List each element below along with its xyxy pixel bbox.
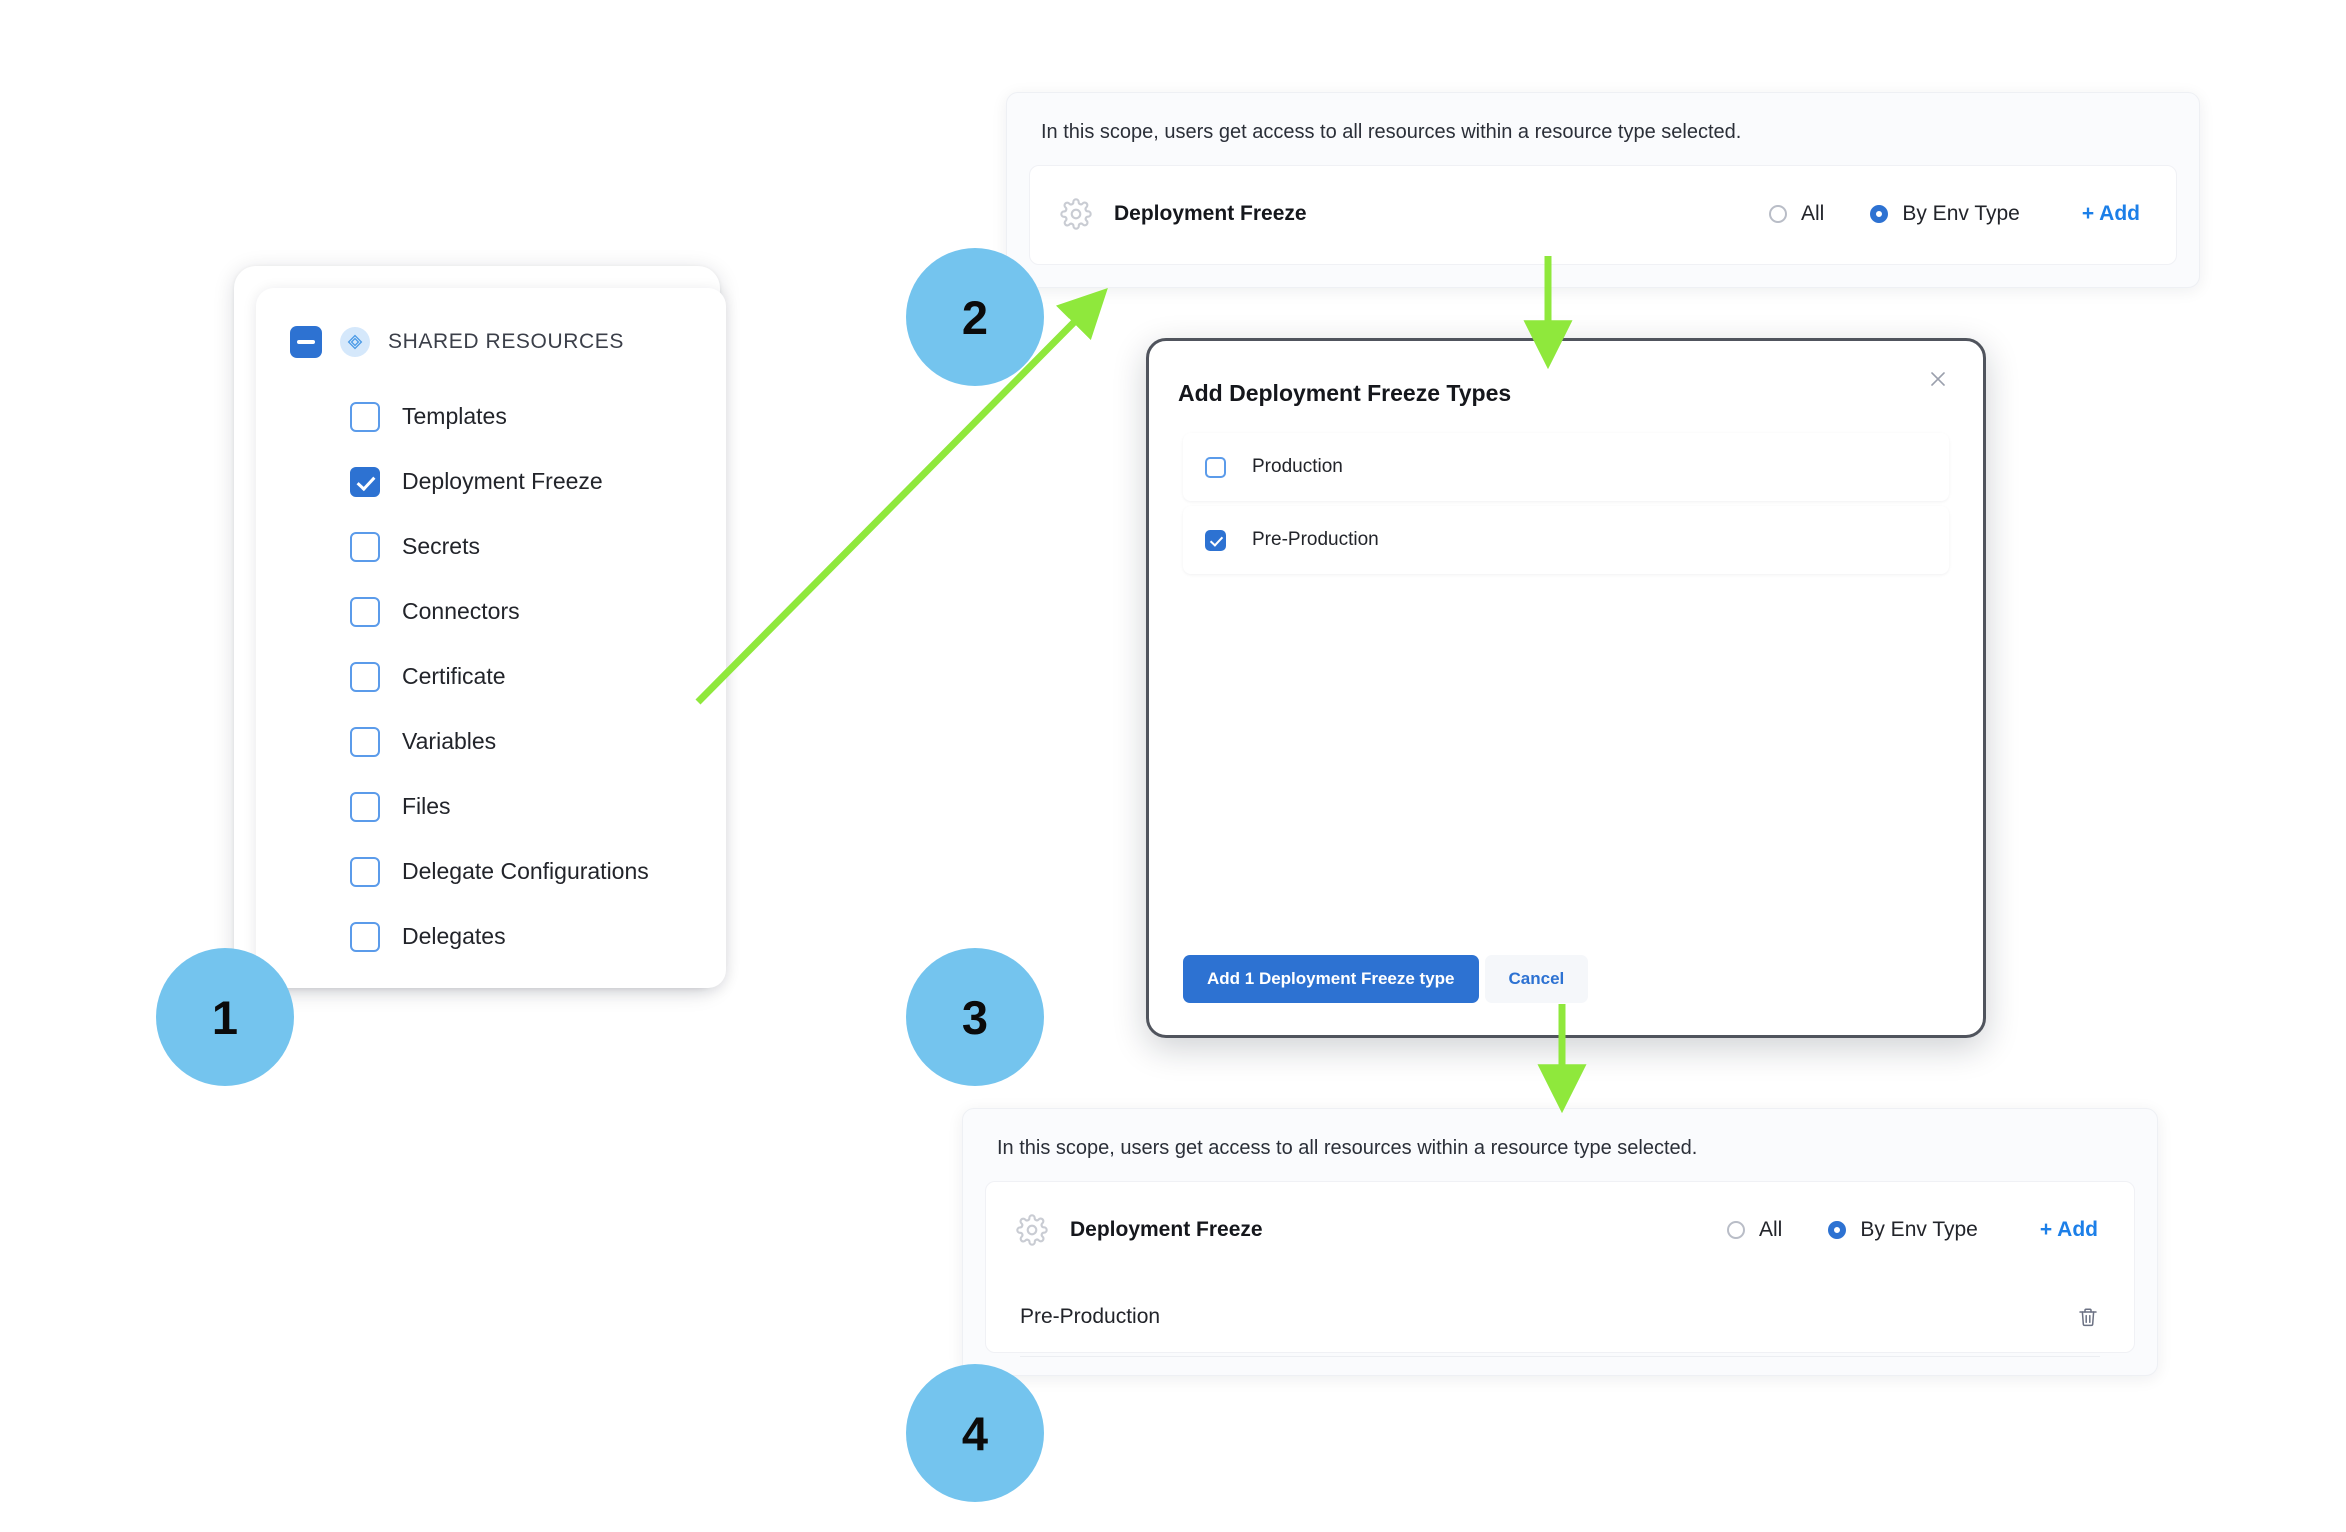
radio-option-by-env-type[interactable]: By Env Type (1870, 202, 2020, 226)
radio-option-all[interactable]: All (1727, 1218, 1782, 1242)
resource-checkbox-delegates[interactable] (350, 921, 380, 952)
scope-resource-card: Deployment Freeze All By Env Type + Add (1029, 165, 2177, 265)
close-icon[interactable] (1923, 364, 1953, 394)
gear-icon (1060, 198, 1092, 230)
list-item-label: Templates (402, 403, 507, 429)
resource-checkbox-variables[interactable] (350, 726, 380, 757)
list-item[interactable]: Files (256, 774, 726, 839)
radio-all-label: All (1759, 1218, 1783, 1241)
add-deployment-freeze-types-modal: Production Pre-Production Add 1 Deployme… (1146, 338, 1986, 1038)
arrow-scope-panel-to-modal (1523, 256, 1573, 370)
scope-controls: All By Env Type + Add (1681, 1218, 2098, 1242)
scope-resource-card: Deployment Freeze All By Env Type + Add … (985, 1181, 2135, 1357)
scope-note: In this scope, users get access to all r… (1041, 121, 1742, 143)
modal-footer: Add 1 Deployment Freeze type Cancel (1183, 955, 1589, 1003)
radio-by-env-type-label: By Env Type (1860, 1218, 1978, 1241)
radio-option-all[interactable]: All (1769, 202, 1824, 226)
list-item-label: Deployment Freeze (402, 468, 603, 494)
list-item-label: Connectors (402, 598, 520, 624)
resource-checkbox-connectors[interactable] (350, 596, 380, 627)
table-row: Pre-Production (1020, 1278, 2100, 1357)
shared-resources-label: SHARED RESOURCES (388, 330, 624, 353)
radio-by-env-type-indicator[interactable] (1870, 205, 1889, 223)
diamond-icon (340, 327, 370, 357)
shared-resources-card: SHARED RESOURCES Templates Deployment Fr… (256, 288, 726, 988)
step-marker-3: 3 (906, 948, 1044, 1086)
scope-controls: All By Env Type + Add (1723, 202, 2140, 226)
modal-option-pre-production[interactable]: Pre-Production (1183, 506, 1949, 574)
arrow-tree-to-scope-panel (695, 288, 1108, 705)
list-item-label: Delegates (402, 923, 506, 949)
arrow-modal-to-scope-panel-after (1537, 1004, 1587, 1114)
shared-resources-header[interactable]: SHARED RESOURCES (256, 288, 726, 358)
radio-all-indicator[interactable] (1727, 1221, 1745, 1239)
modal-options-list: Production Pre-Production (1183, 433, 1949, 579)
list-item-label: Files (402, 793, 451, 819)
resource-checkbox-certificate[interactable] (350, 661, 380, 692)
list-item[interactable]: Delegates (256, 904, 726, 969)
list-item-label: Certificate (402, 663, 506, 689)
scope-panel-after: In this scope, users get access to all r… (962, 1108, 2158, 1376)
trash-icon[interactable] (2076, 1305, 2100, 1329)
list-item[interactable]: Delegate Configurations (256, 839, 726, 904)
scope-resource-row: Deployment Freeze All By Env Type + Add (1030, 166, 2176, 262)
scope-resource-title: Deployment Freeze (1070, 1218, 1263, 1241)
gear-icon (1016, 1214, 1048, 1246)
resource-checkbox-secrets[interactable] (350, 531, 380, 562)
radio-option-by-env-type[interactable]: By Env Type (1828, 1218, 1978, 1242)
resource-type-list: Templates Deployment Freeze Secrets Conn… (256, 358, 726, 969)
list-item[interactable]: Deployment Freeze (256, 449, 726, 514)
list-item[interactable]: Connectors (256, 579, 726, 644)
resource-checkbox-delegate-configurations[interactable] (350, 856, 380, 887)
add-deployment-freeze-type-button[interactable]: Add 1 Deployment Freeze type (1183, 955, 1479, 1003)
list-item-label: Delegate Configurations (402, 858, 649, 884)
env-type-name: Pre-Production (1020, 1305, 1161, 1328)
cancel-button[interactable]: Cancel (1484, 955, 1589, 1003)
modal-checkbox-pre-production[interactable] (1205, 529, 1226, 551)
scope-panel-before: In this scope, users get access to all r… (1006, 92, 2200, 288)
add-button[interactable]: + Add (2081, 202, 2140, 225)
radio-all-indicator[interactable] (1769, 205, 1787, 223)
list-item[interactable]: Templates (256, 384, 726, 449)
resource-checkbox-deployment-freeze[interactable] (350, 466, 380, 497)
step-marker-1: 1 (156, 948, 294, 1086)
scope-resource-title: Deployment Freeze (1114, 202, 1307, 225)
scope-resource-row: Deployment Freeze All By Env Type + Add (986, 1182, 2134, 1278)
radio-all-label: All (1801, 202, 1825, 225)
modal-checkbox-production[interactable] (1205, 456, 1226, 478)
list-item[interactable]: Secrets (256, 514, 726, 579)
radio-by-env-type-label: By Env Type (1902, 202, 2020, 225)
list-item-label: Secrets (402, 533, 480, 559)
step-marker-4: 4 (906, 1364, 1044, 1502)
add-button[interactable]: + Add (2039, 1218, 2098, 1241)
list-item-label: Variables (402, 728, 497, 754)
list-item[interactable]: Certificate (256, 644, 726, 709)
resource-checkbox-templates[interactable] (350, 401, 380, 432)
modal-option-label: Pre-Production (1252, 529, 1379, 550)
modal-option-label: Production (1252, 456, 1343, 477)
step-marker-2: 2 (906, 248, 1044, 386)
modal-option-production[interactable]: Production (1183, 433, 1949, 501)
modal-title: Add Deployment Freeze Types (1178, 380, 1512, 406)
list-item[interactable]: Variables (256, 709, 726, 774)
radio-by-env-type-indicator[interactable] (1828, 1221, 1847, 1239)
resource-checkbox-files[interactable] (350, 791, 380, 822)
shared-resources-indeterminate-checkbox[interactable] (290, 326, 322, 358)
scope-note: In this scope, users get access to all r… (997, 1137, 1698, 1159)
